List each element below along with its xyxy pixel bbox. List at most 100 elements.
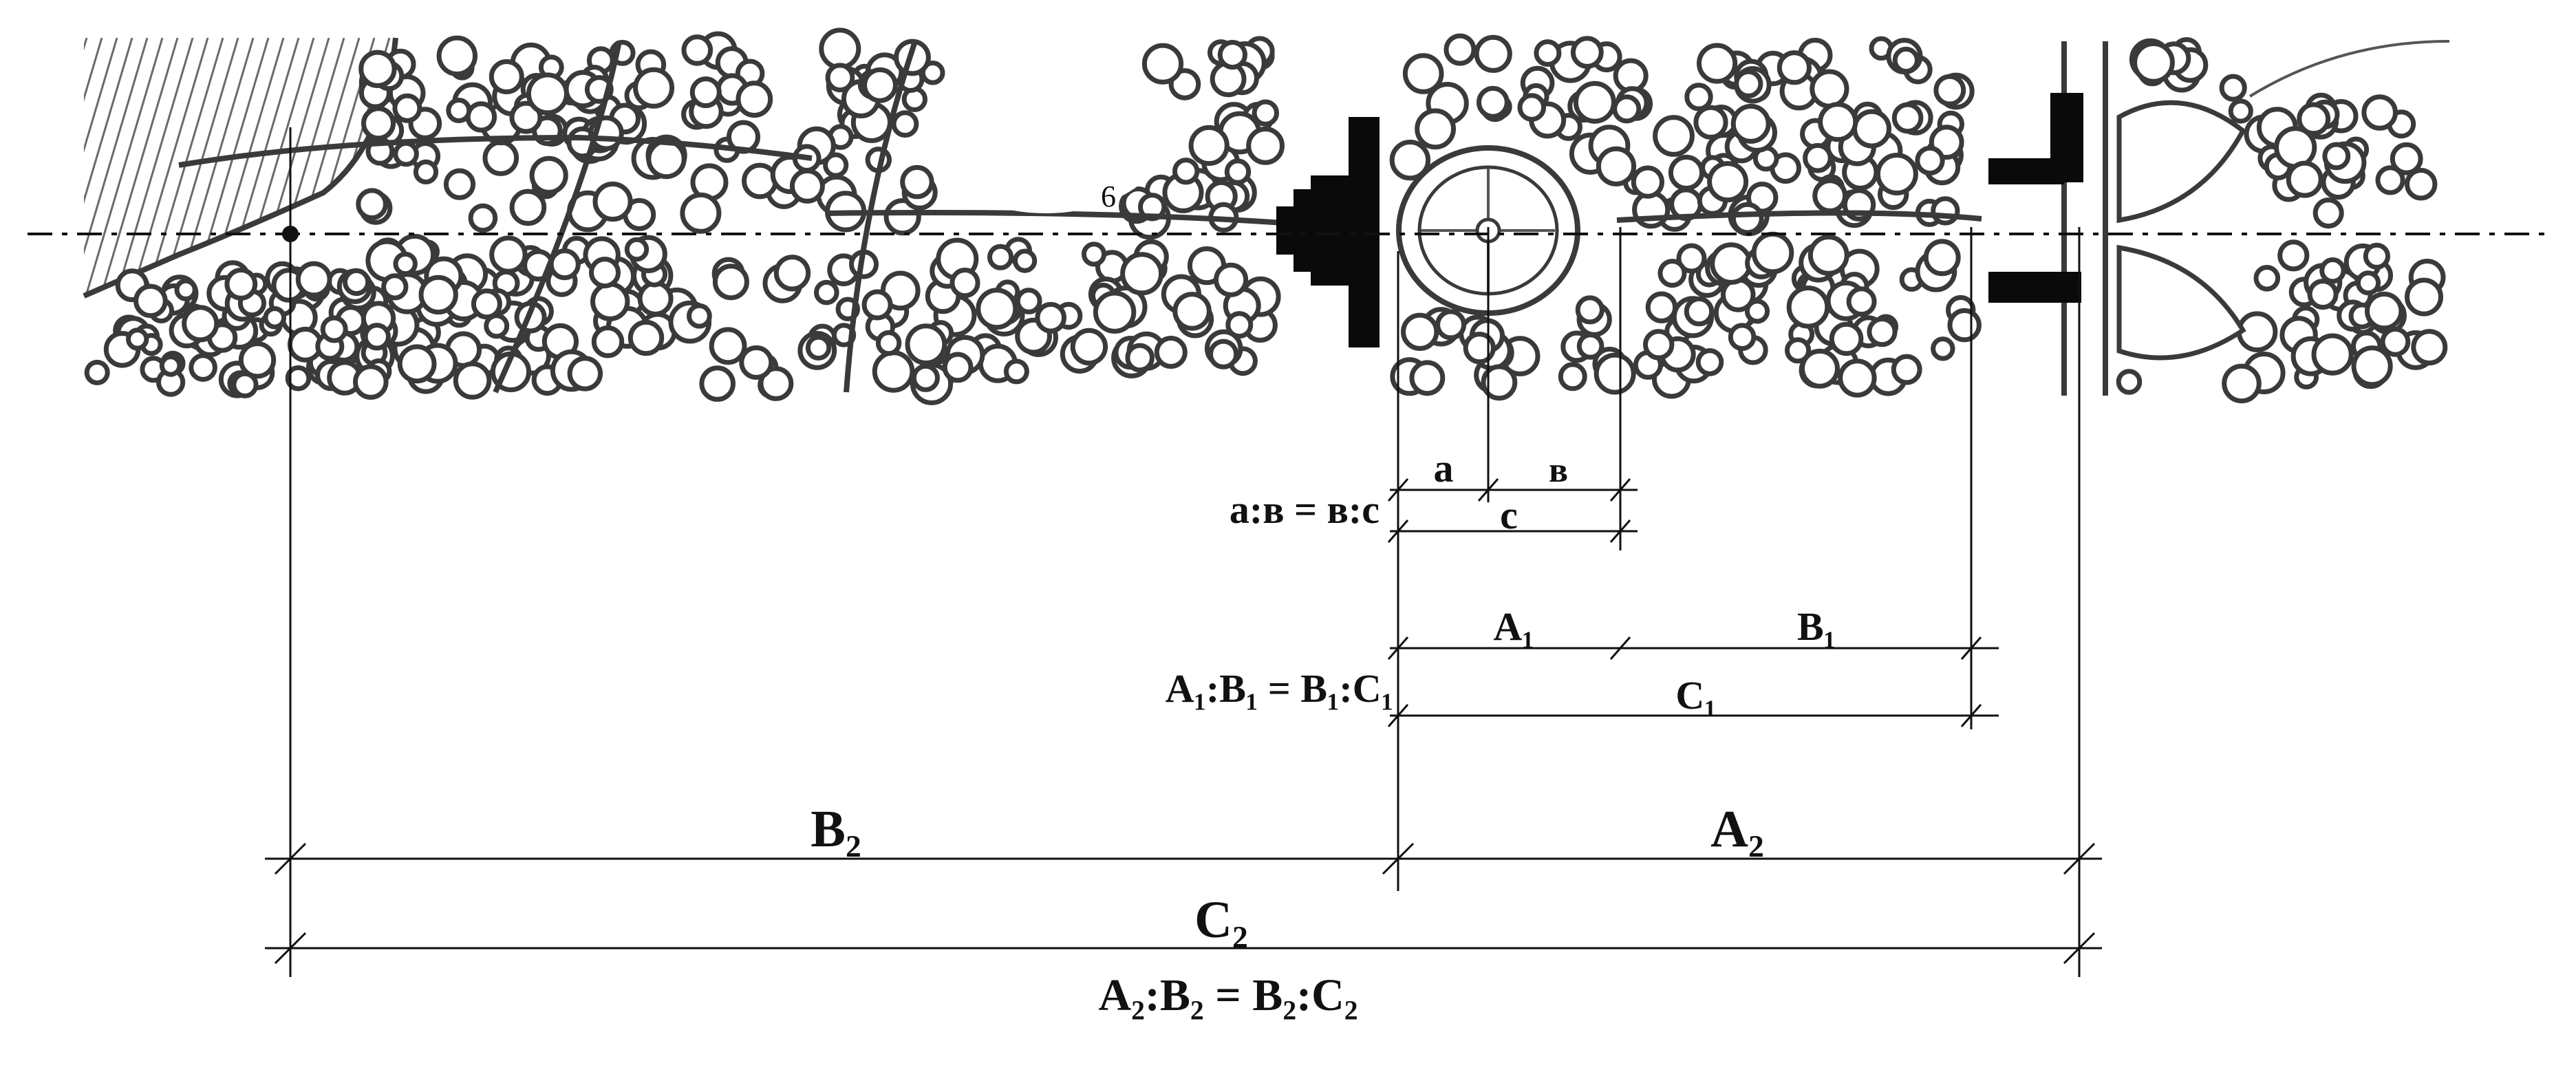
tree [1415, 108, 1457, 150]
tree [1214, 262, 1249, 297]
tree [1744, 299, 1770, 324]
east-parterres [2116, 100, 2246, 361]
tree [1800, 348, 1840, 389]
tree [1777, 50, 1812, 85]
tree [875, 330, 902, 356]
tree [1409, 360, 1446, 396]
tree [1807, 235, 1849, 276]
tree [482, 140, 519, 176]
tree [1710, 242, 1752, 285]
tree [872, 350, 915, 393]
tree [1517, 93, 1547, 122]
tree [712, 264, 749, 301]
label-A2: A₂ [1710, 800, 1764, 858]
tree [637, 281, 674, 317]
tree [489, 235, 528, 274]
tree [1474, 34, 1512, 73]
tree [1728, 323, 1757, 352]
tree [2361, 94, 2398, 131]
tree [2312, 197, 2344, 229]
tree [526, 72, 569, 116]
hatch-line [84, 38, 149, 296]
tree [900, 164, 934, 200]
tree [1252, 99, 1280, 127]
tree [1875, 153, 1918, 195]
tree [1593, 352, 1636, 395]
tree [238, 341, 277, 379]
tree [263, 306, 287, 330]
tree [1852, 109, 1891, 149]
path-diagonal-1 [493, 41, 622, 394]
tree [356, 188, 388, 221]
tree [1933, 74, 1966, 107]
tree [1707, 161, 1749, 203]
tree [174, 278, 197, 301]
tree [1810, 69, 1849, 109]
tree [1573, 81, 1616, 124]
tree [2355, 270, 2381, 296]
tree [1803, 142, 1833, 173]
tree [285, 365, 312, 392]
tree [1653, 115, 1695, 157]
tree [2286, 160, 2323, 198]
tree [680, 192, 722, 234]
tree [2132, 41, 2175, 84]
tree [1785, 337, 1812, 364]
tree [1891, 354, 1922, 385]
tree [1401, 312, 1439, 351]
tree [2405, 168, 2438, 201]
tree [1402, 53, 1444, 94]
tree [942, 352, 974, 383]
tree [949, 268, 980, 299]
tree [1188, 125, 1230, 167]
tree [397, 344, 437, 384]
tree [1631, 165, 1664, 199]
tree [883, 198, 921, 236]
hatch-line [84, 38, 103, 296]
tree [567, 356, 603, 392]
tree [2411, 329, 2448, 366]
tree [392, 93, 422, 123]
tree [2390, 142, 2423, 175]
extension-lines [289, 127, 2081, 977]
tree [295, 261, 332, 298]
tree [1668, 154, 1705, 191]
label-A1: A₁ [1493, 604, 1534, 649]
tree [1463, 332, 1496, 365]
tree [1812, 178, 1848, 213]
tree [342, 268, 371, 297]
tree [976, 288, 1018, 330]
tree [1015, 288, 1042, 314]
tree [1003, 358, 1029, 385]
tree [358, 50, 397, 89]
tree [1013, 248, 1038, 273]
tree [465, 101, 497, 133]
tree [1657, 259, 1687, 288]
tree [2116, 369, 2143, 395]
tree [1093, 290, 1137, 334]
tree [353, 364, 389, 400]
tree [468, 203, 498, 233]
tree [687, 303, 712, 329]
tree [624, 237, 650, 262]
hatch-line [84, 38, 164, 296]
dimension-lines [265, 478, 2102, 965]
hatch-line [0, 38, 41, 317]
tree [1947, 308, 1982, 343]
hatch-line [109, 38, 194, 296]
tree [1217, 40, 1248, 70]
tree [159, 354, 182, 377]
tree [1172, 292, 1212, 331]
tree [1818, 102, 1858, 142]
tree [1846, 286, 1877, 317]
tree [2219, 74, 2247, 102]
tree [393, 251, 418, 277]
tree [1786, 286, 1830, 329]
park-plan: 6 [0, 28, 2451, 405]
tree [736, 81, 773, 118]
tree [509, 189, 547, 226]
path-north [178, 134, 813, 168]
tree [1596, 146, 1637, 186]
tree [1225, 311, 1254, 339]
